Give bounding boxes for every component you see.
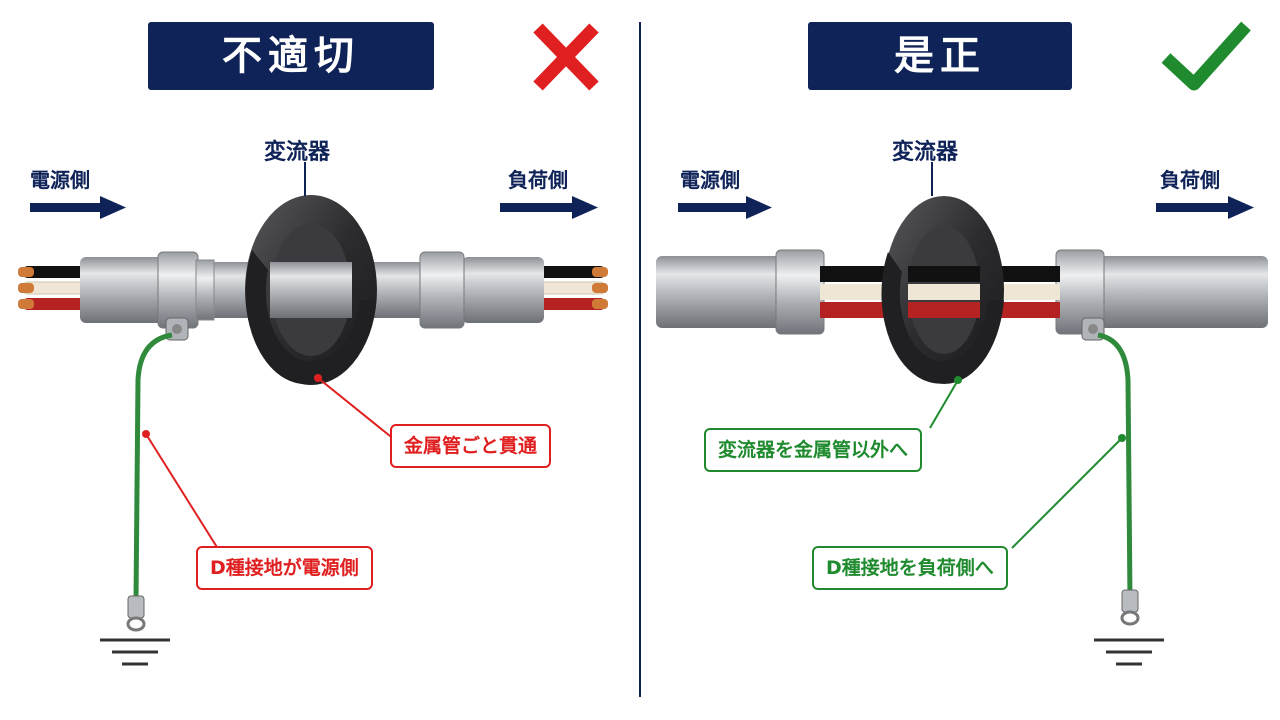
right-load-label: 負荷側 (1160, 168, 1220, 192)
conduit-shape (462, 257, 544, 323)
arrow-right-icon (500, 196, 598, 219)
right-title: 是正 (808, 22, 1072, 90)
left-source-label: 電源側 (30, 168, 90, 192)
left-load-label: 負荷側 (508, 168, 568, 192)
ground-symbol-icon (100, 638, 170, 666)
ground-symbol-icon (1094, 638, 1164, 666)
left-ct-label: 変流器 (264, 140, 331, 165)
left-panel-artwork (18, 23, 608, 666)
arrow-right-icon (678, 196, 772, 219)
conduit-shape (656, 256, 786, 328)
right-source-label: 電源側 (680, 168, 740, 192)
conduit-shape (1100, 256, 1268, 328)
panel-divider (639, 22, 641, 697)
right-ct-label: 変流器 (892, 140, 959, 165)
cross-icon (533, 23, 599, 91)
callout-conduit-through: 金属管ごと貫通 (390, 424, 552, 468)
conduit-shape (80, 257, 170, 323)
callout-ground-source: D種接地が電源側 (196, 546, 373, 590)
arrow-right-icon (1156, 196, 1254, 219)
right-panel-artwork (656, 21, 1268, 666)
arrow-right-icon (30, 196, 126, 219)
left-title: 不適切 (148, 22, 434, 90)
callout-ground-load: D種接地を負荷側へ (812, 546, 1008, 590)
callout-ct-relocate: 変流器を金属管以外へ (704, 428, 923, 472)
check-icon (1161, 21, 1251, 91)
